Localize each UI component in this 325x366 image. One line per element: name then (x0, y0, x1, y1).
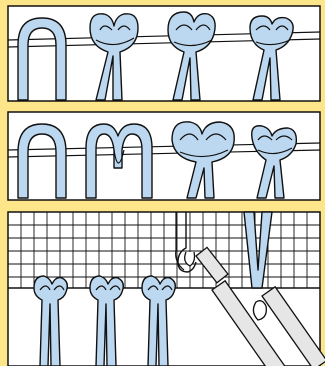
panel-lark-head-steps (8, 6, 320, 101)
panel-reverse-lark-head-steps (8, 112, 320, 200)
panel-crochet-hook-method (8, 212, 325, 366)
